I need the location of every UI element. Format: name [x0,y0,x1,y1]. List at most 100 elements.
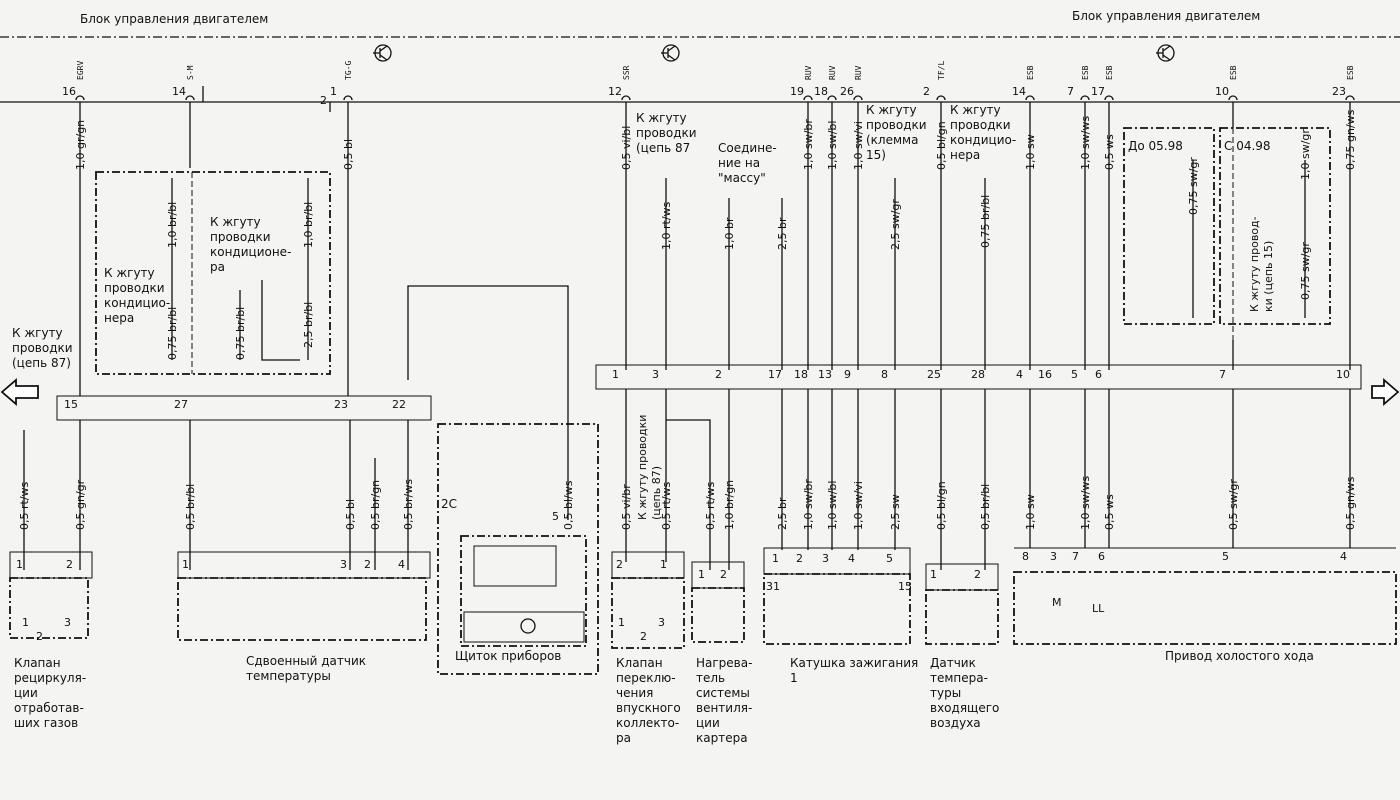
connector-pin: 27 [174,398,188,411]
transistor-icon [520,618,536,634]
box-until [1123,127,1215,325]
harness-note: 15) [866,148,886,162]
pin-socket [1228,95,1238,101]
harness-note: К жгуту провод- [1248,216,1261,312]
wire-label: 0,5 br/gn [369,480,382,530]
connector-pin: 18 [794,368,808,381]
harness-note: проводки [210,230,271,244]
wire-label: 1,0 br/gn [723,480,736,530]
component-label: Сдвоенный датчик [246,654,366,668]
wire-label: 1,0 sw/br [802,479,815,530]
wire-label: 0,5 ws [1103,134,1116,170]
component-pin: 3 [822,552,829,565]
component-label: тель [696,671,725,685]
component-pin: 3 [64,616,71,629]
wire-label: 1,0 sw/vi [852,121,865,170]
pin-socket [1345,95,1355,101]
component-pin: 6 [1098,550,1105,563]
component-pin: 3 [340,558,347,571]
wire-label: 1,0 gr/gn [74,120,87,170]
wire-label: 1,0 sw/bl [826,481,839,530]
pin-socket [1104,95,1114,101]
component-pin: 2 [66,558,73,571]
connector-pin: 17 [768,368,782,381]
wire-label: 0,5 rt/ws [660,481,673,530]
harness-note: К жгуту [210,215,261,229]
component-label: входящего [930,701,999,715]
ac-harness-box [95,171,331,375]
ground-note: Соедине- [718,141,777,155]
wire-label: 1,0 sw [1024,494,1037,530]
component-pin: M [1052,596,1062,609]
wire-label: 1,0 br [723,217,736,250]
connector-pin: 3 [652,368,659,381]
component-label: отработав- [14,701,84,715]
connector-pin: 4 [1016,368,1023,381]
component-label: вентиля- [696,701,752,715]
wire-label: 2,5 br [776,217,789,250]
arrow-right-icon [1371,378,1400,406]
harness-note: К жгуту [866,103,917,117]
component-pin: 31 [766,580,780,593]
instrument-cluster-box [437,423,599,675]
connector-pin: 1 [612,368,619,381]
ecu-pin-number: 14 [172,85,186,98]
wire-label: 1,0 sw [1024,134,1037,170]
ecu-pin-number: 1 [330,85,337,98]
ecu-pin-number: 14 [1012,85,1026,98]
pin-socket [343,95,353,101]
component-label: чения [616,686,653,700]
component-pin: 4 [398,558,405,571]
harness-note: нера [104,311,134,325]
ecu-pin-code: S-M [186,65,195,80]
wire-label: 0,5 bl/gn [935,481,948,530]
ignition-coil-box [763,573,911,645]
harness-note: ки (цепь 15) [1262,241,1275,312]
component-label: 1 [790,671,798,685]
component-pin: 1 [698,568,705,581]
bottom-wires [23,285,1351,570]
connector-pin: 15 [64,398,78,411]
transistor-icon [661,44,680,62]
wire-label: 2,5 sw/gr [889,199,902,250]
ecu-pin-code: ESB [1229,65,1238,80]
harness-note: проводки [12,341,73,355]
harness-note: (цепь 87) [12,356,71,370]
wire-label: 0,5 rt/ws [18,481,31,530]
component-pin: 5 [552,510,559,523]
egr-valve-box [9,577,89,639]
component-label: ра [616,731,631,745]
wire-label: 0,5 br/bl [184,484,197,530]
ecu-title-right: Блок управления двигателем [1072,9,1260,23]
wire-label: 1,0 br/bl [302,202,315,248]
wire-label: 2,5 br [776,497,789,530]
component-pin: 5 [1222,550,1229,563]
connector-pin: 22 [392,398,406,411]
harness-note: проводки [104,281,165,295]
component-label: картера [696,731,748,745]
pin-socket [827,95,837,101]
ecu-pin-code: EGRV [76,61,85,80]
wire-label: 0,5 bl/gn [935,121,948,170]
pin-socket [936,95,946,101]
component-pin: 1 [618,616,625,629]
component-label: коллекто- [616,716,679,730]
connector-pin: 13 [818,368,832,381]
harness-note: кондицио- [950,133,1016,147]
heater-box [691,587,745,643]
wire-label: 1,0 sw/gr [1299,129,1312,180]
component-pin: 2 [796,552,803,565]
component-label: Нагрева- [696,656,752,670]
ecu-pin-number: 17 [1091,85,1105,98]
harness-note: ра [210,260,225,274]
harness-note: проводки [866,118,927,132]
wire-label: 1,0 br/bl [166,202,179,248]
ecu-pin-code: TF/L [937,61,946,80]
wire-label: 0,75 sw/gr [1299,242,1312,300]
arrow-left-icon [0,378,39,406]
connector-pin: 8 [881,368,888,381]
component-label: Катушка зажигания [790,656,918,670]
component-pin: LL [1092,602,1105,615]
wire-label: 0,5 br/bl [979,484,992,530]
component-label: рециркуля- [14,671,86,685]
